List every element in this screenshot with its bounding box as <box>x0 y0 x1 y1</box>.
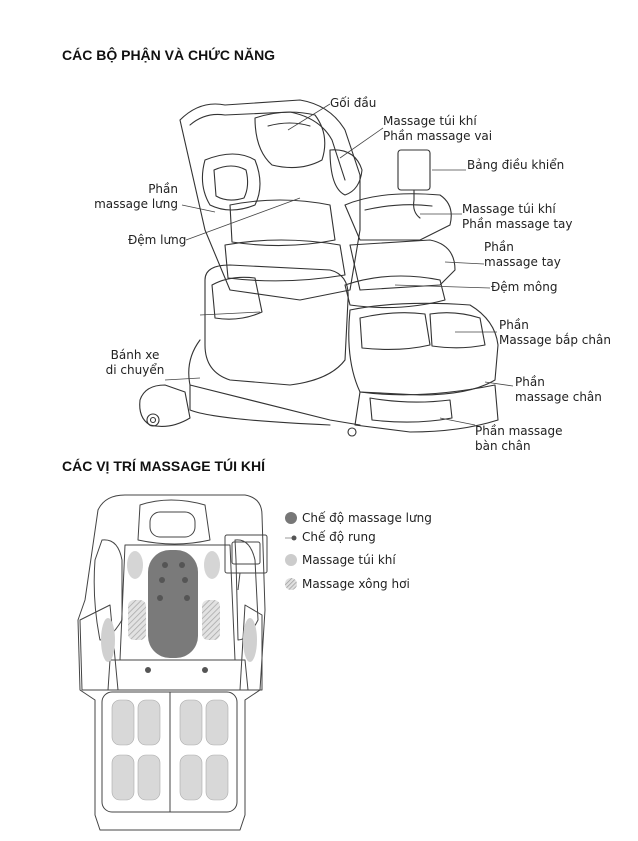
label-shoulder-airbag: Massage túi khí Phần massage vai <box>383 114 493 143</box>
label-wheels: Bánh xe di chuyển <box>105 348 165 377</box>
section-title-airbag-positions: CÁC VỊ TRÍ MASSAGE TÚI KHÍ <box>62 458 266 474</box>
label-back-cushion: Đệm lưng <box>128 233 187 247</box>
label-back-massage: Phần massage lưng <box>94 182 178 211</box>
label-seat-cushion: Đệm mông <box>491 280 558 294</box>
light-circle-icon <box>285 554 297 566</box>
dark-circle-icon <box>285 512 297 524</box>
label-calf-massage: Phần Massage bắp chân <box>499 318 611 347</box>
vibration-icon <box>285 535 297 541</box>
label-arm-airbag: Massage túi khí Phần massage tay <box>462 202 573 231</box>
section-title-parts: CÁC BỘ PHẬN VÀ CHỨC NĂNG <box>62 47 276 63</box>
label-arm-massage: Phần massage tay <box>484 240 561 269</box>
label-sole-massage: Phần massage bàn chân <box>475 424 563 453</box>
legend-back-massage: Chế độ massage lưng <box>284 510 432 526</box>
label-head-pillow: Gối đầu <box>330 96 377 110</box>
hatched-circle-icon <box>285 578 297 590</box>
legend-steam: Massage xông hơi <box>284 576 410 592</box>
legend-vibration: Chế độ rung <box>284 529 376 545</box>
legend-airbag: Massage túi khí <box>284 552 396 568</box>
label-control-panel: Bảng điều khiển <box>467 158 565 172</box>
label-foot-massage: Phần massage chân <box>515 375 602 404</box>
